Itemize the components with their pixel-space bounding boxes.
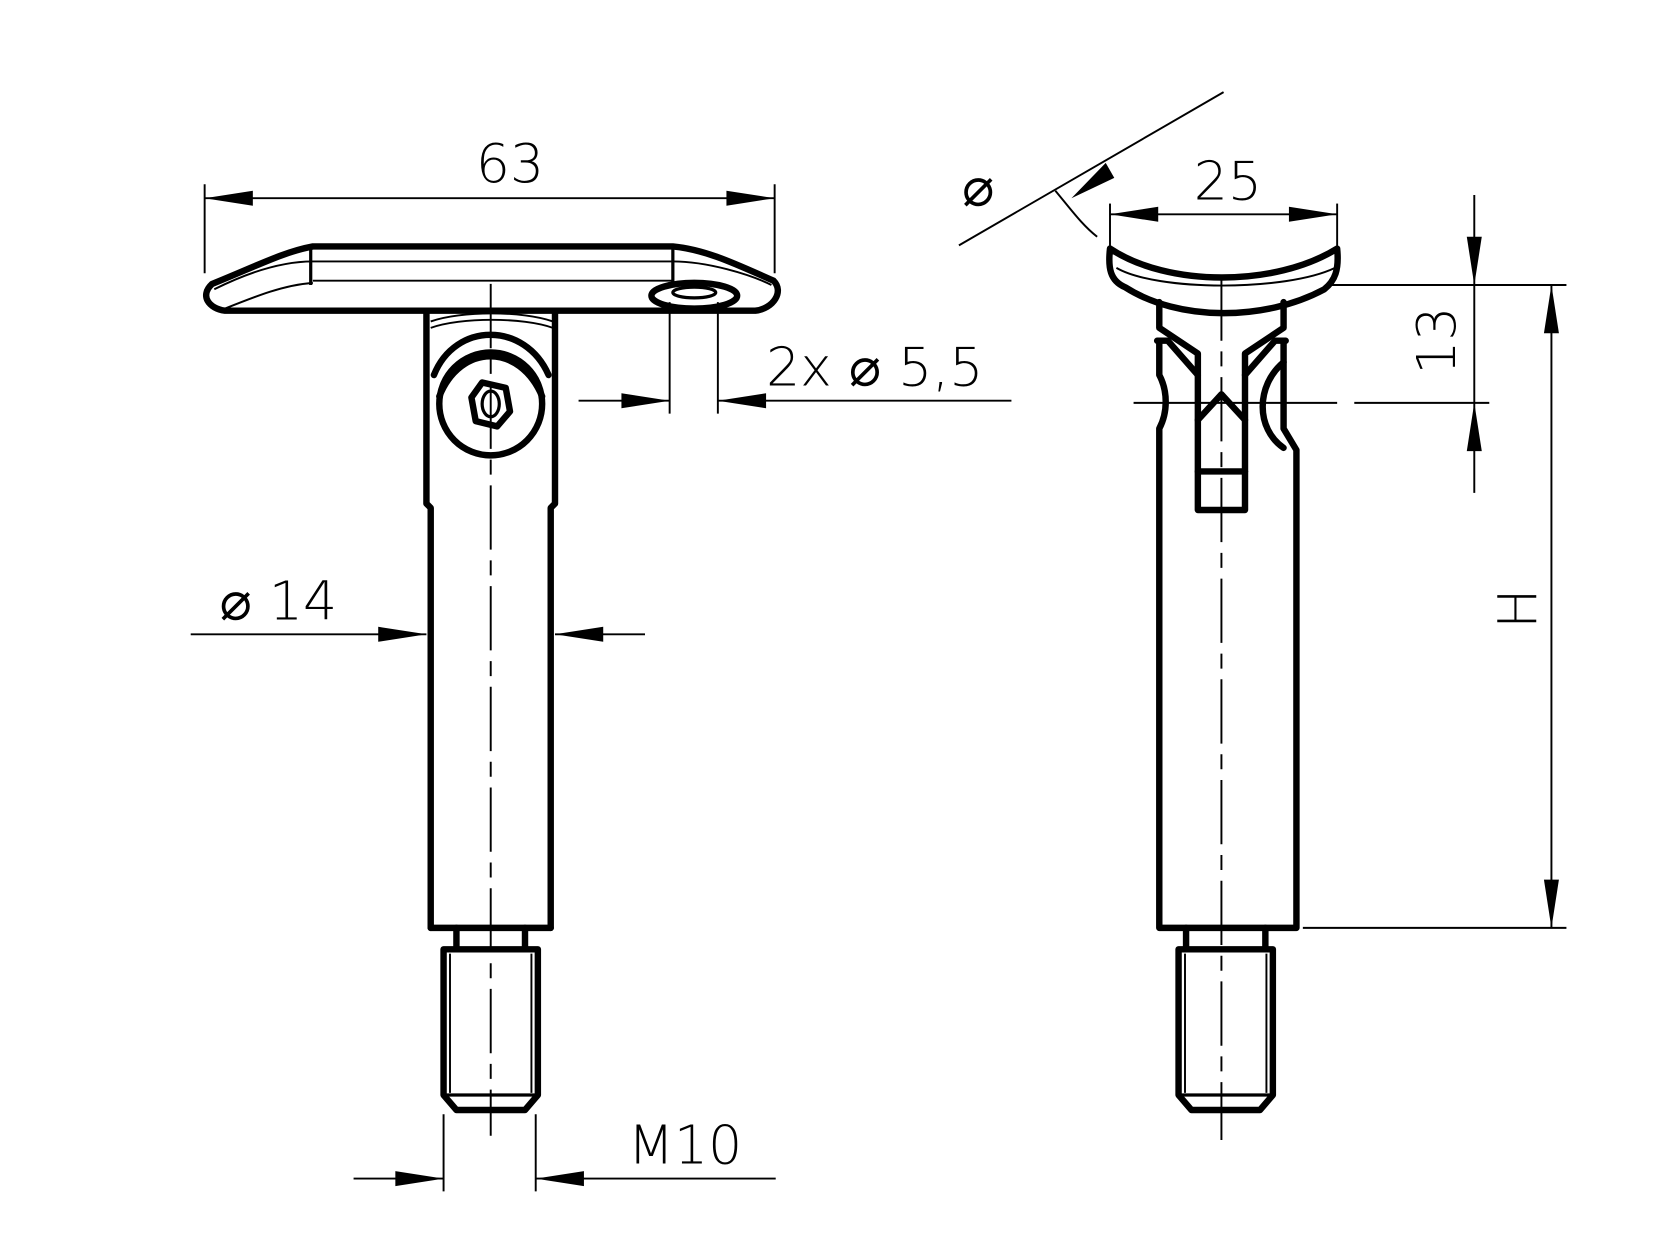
dim-13-label: 13 [1405,307,1468,375]
dimension-radius: ⌀ [958,91,1225,247]
dim-h-label: H [1486,588,1549,628]
dim-14-label: ⌀ 14 [220,569,337,632]
dim-hole-label: 2x ⌀ 5,5 [766,336,983,399]
dimension-14: ⌀ 14 [190,569,645,642]
dim-m10-label: M10 [628,1114,742,1177]
dimension-25: 25 [1109,149,1339,253]
dimension-63: 63 [203,132,776,274]
dim-radius-label: ⌀ [962,156,994,219]
dimension-13: 13 [1328,195,1567,493]
dimension-hole: 2x ⌀ 5,5 [578,302,1012,414]
dim-25-label: 25 [1194,149,1262,212]
side-view [1106,245,1341,1140]
dim-63-label: 63 [476,132,544,195]
front-view [203,243,782,1136]
dimension-m10: M10 [353,1114,776,1192]
dimension-h: H [1302,285,1567,929]
